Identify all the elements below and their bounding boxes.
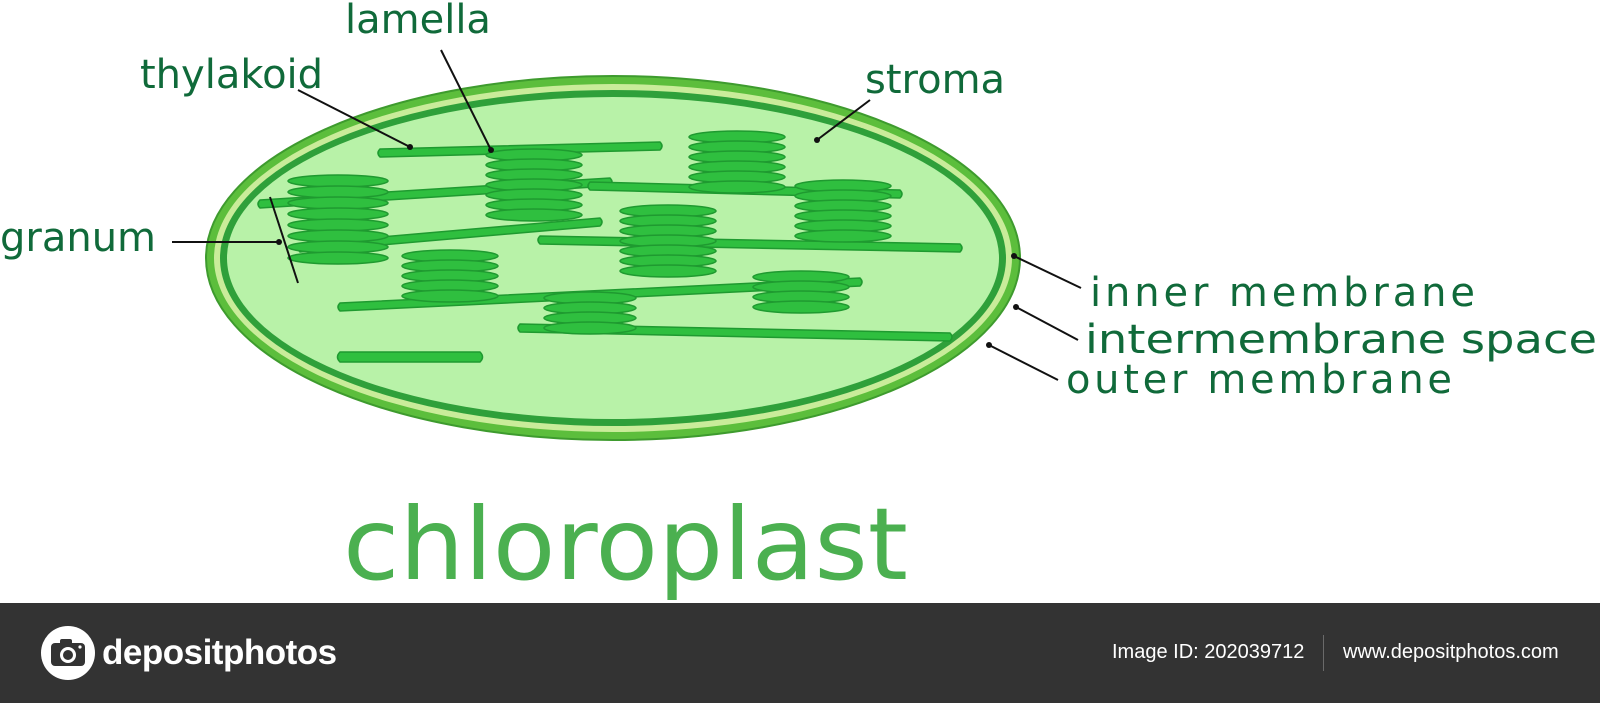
brand-name: depositphotos xyxy=(102,633,337,672)
image-id: Image ID: 202039712 xyxy=(1112,641,1305,663)
chloroplast-body xyxy=(205,75,1021,441)
thylakoid-disc xyxy=(619,264,717,278)
stroma-leader xyxy=(816,99,871,141)
label-outer-membrane: outer membrane xyxy=(1066,357,1452,403)
site-link[interactable]: www.depositphotos.com xyxy=(1343,641,1559,663)
inner-membrane-leader xyxy=(1013,255,1082,289)
lamella-leader xyxy=(440,49,492,151)
granum-stack-5 xyxy=(619,204,717,278)
label-stroma: stroma xyxy=(865,57,1005,103)
thylakoid-disc xyxy=(287,174,389,188)
granum-stack-1 xyxy=(287,174,389,265)
label-intermembrane-space: intermembrane space xyxy=(1085,317,1597,363)
thylakoid-disc xyxy=(287,229,389,243)
grana xyxy=(287,130,892,335)
granum-stack-8 xyxy=(752,270,850,314)
chloroplast-diagram: lamella thylakoid stroma granum inner me… xyxy=(0,0,1597,603)
thylakoid-disc xyxy=(543,321,637,335)
label-thylakoid: thylakoid xyxy=(140,52,323,98)
granum-stack-4 xyxy=(794,179,892,243)
thylakoid-disc xyxy=(287,240,389,254)
thylakoid-disc xyxy=(794,229,892,243)
thylakoid-disc xyxy=(287,185,389,199)
thylakoid-disc xyxy=(287,251,389,265)
granum-stack-2 xyxy=(485,148,583,222)
thylakoid-disc xyxy=(287,196,389,210)
intermembrane-space-leader xyxy=(1015,306,1079,341)
thylakoid-disc xyxy=(287,207,389,221)
granum-bracket xyxy=(269,196,299,284)
footer-divider xyxy=(1323,635,1324,671)
label-lamella: lamella xyxy=(345,0,491,43)
label-inner-membrane: inner membrane xyxy=(1090,270,1475,316)
lamella-8 xyxy=(336,351,484,363)
granum-stack-6 xyxy=(401,249,499,303)
thylakoid-disc xyxy=(401,289,499,303)
thylakoid-disc xyxy=(688,180,786,194)
thylakoid-disc xyxy=(287,218,389,232)
thylakoid-leader xyxy=(297,89,411,148)
outer-membrane-leader xyxy=(988,344,1059,381)
footer-bar: depositphotos Image ID: 202039712 www.de… xyxy=(0,603,1600,703)
thylakoid-disc xyxy=(485,208,583,222)
thylakoid-disc xyxy=(752,300,850,314)
leader-lines xyxy=(172,49,1082,381)
label-granum: granum xyxy=(0,215,156,261)
brand[interactable]: depositphotos xyxy=(40,625,337,681)
granum-stack-7 xyxy=(543,291,637,335)
camera-icon xyxy=(41,626,95,680)
granum-stack-3 xyxy=(688,130,786,194)
title: chloroplast xyxy=(343,486,908,603)
